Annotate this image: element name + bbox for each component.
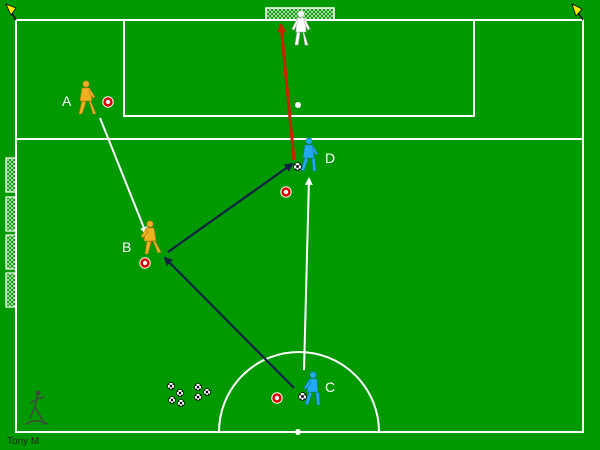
run-arrow-c-to-d — [303, 177, 313, 371]
player-c-icon — [303, 371, 321, 406]
pitch-markings — [15, 19, 584, 433]
football-icon — [194, 383, 202, 391]
football-icon — [293, 162, 302, 171]
centre-spot — [295, 429, 301, 435]
player-d-label: D — [325, 150, 335, 166]
football-icon — [203, 388, 211, 396]
mini-goal-icon — [5, 196, 17, 232]
goalkeeper-icon — [291, 10, 311, 46]
spare-balls — [167, 382, 211, 407]
cone-marker-icon — [271, 392, 283, 404]
centre-circle-arc — [218, 351, 380, 433]
touchline-boundary — [15, 19, 584, 433]
football-icon — [176, 389, 184, 397]
player-b-icon — [140, 220, 162, 255]
pass-arrow-b-to-d — [167, 162, 294, 253]
cone-marker-icon — [280, 186, 292, 198]
mini-goal-icon — [5, 234, 17, 270]
pass-arrow-c-to-b — [163, 256, 295, 389]
football-icon — [168, 396, 176, 404]
mini-goals — [5, 157, 17, 308]
player-a-icon — [78, 80, 97, 115]
mini-goal-icon — [5, 272, 17, 308]
corner-flag-icon — [571, 3, 584, 21]
player-a-label: A — [62, 93, 72, 109]
player-b-label: B — [122, 239, 131, 255]
player-d-icon — [300, 137, 319, 172]
cone-marker-icon — [139, 257, 151, 269]
cone-marker-icon — [102, 96, 114, 108]
run-arrow-a-to-b — [99, 117, 148, 235]
corner-flag-icon — [5, 3, 17, 21]
penalty-spot — [295, 102, 301, 108]
shot-arrow-d-to-goal — [277, 23, 296, 161]
player-c-label: C — [325, 379, 335, 395]
author-credit: Tony M — [7, 436, 39, 447]
mini-goal-icon — [5, 157, 17, 193]
football-icon — [177, 399, 185, 407]
football-icon — [194, 393, 202, 401]
player-logo-icon — [25, 390, 49, 425]
football-icon — [298, 392, 307, 401]
football-icon — [167, 382, 175, 390]
